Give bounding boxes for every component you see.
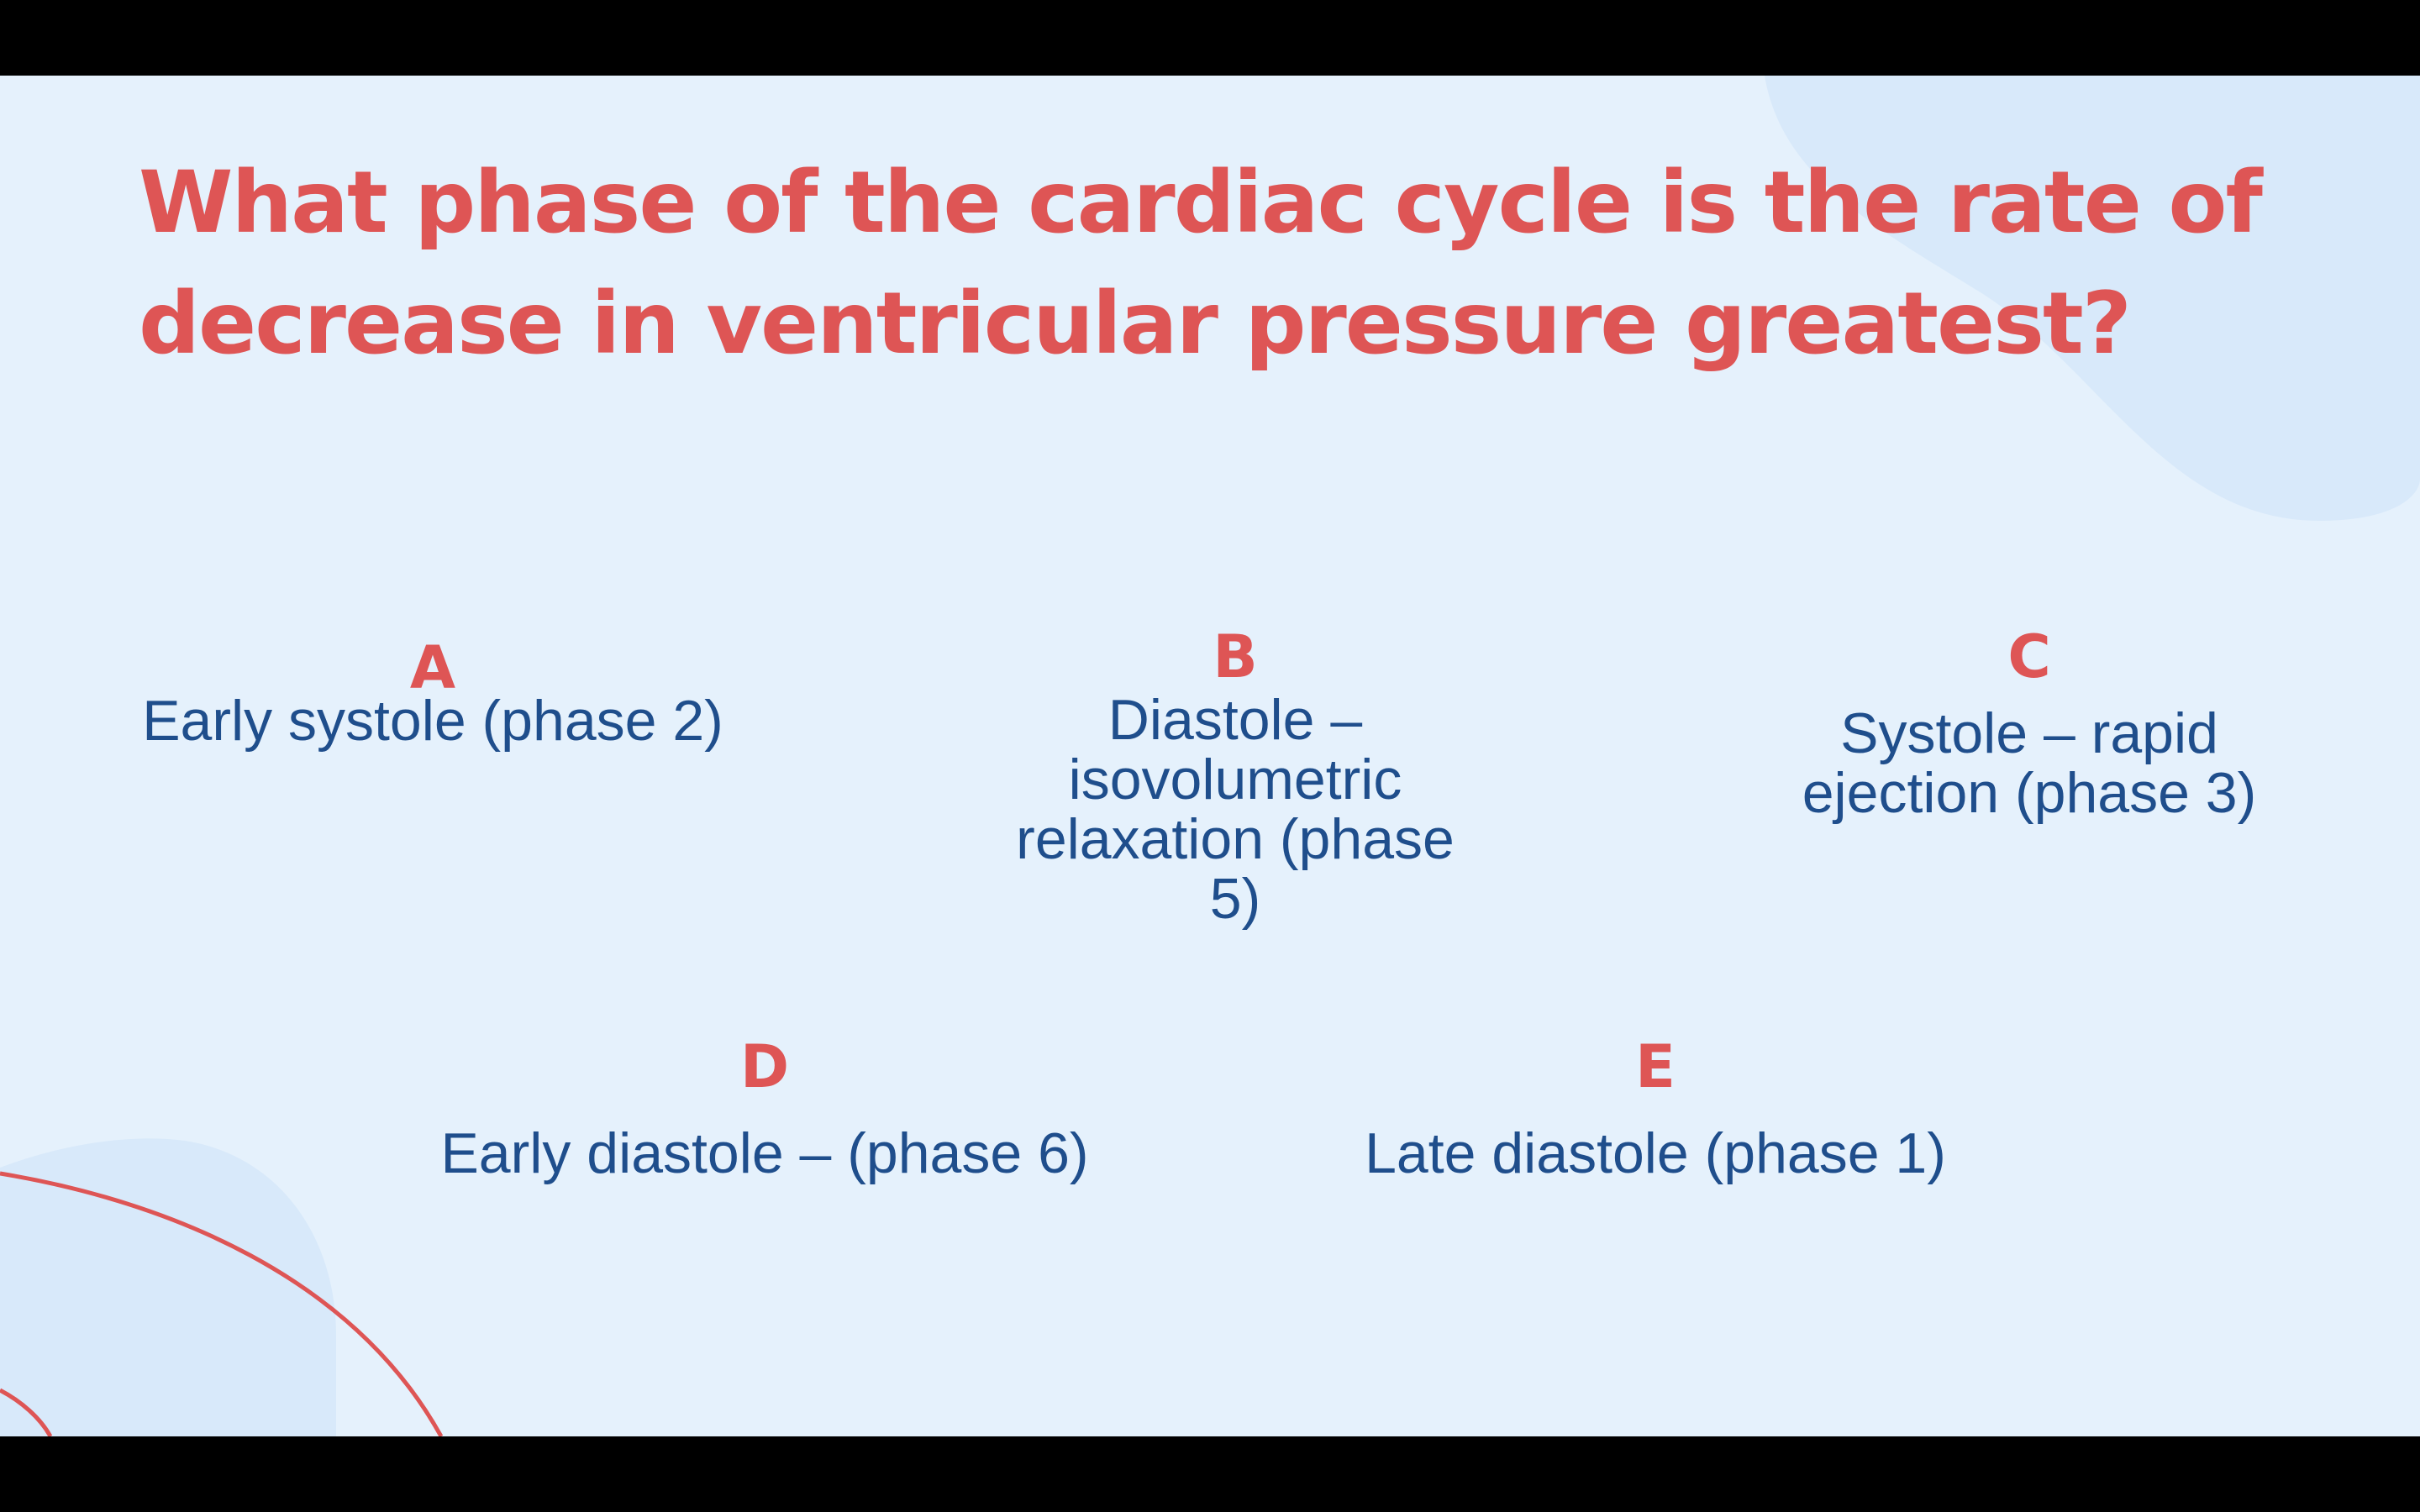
option-d-letter: D	[739, 1032, 790, 1101]
option-d[interactable]: D Early diastole – (phase 6)	[353, 1033, 1176, 1184]
option-e-letter: E	[1635, 1032, 1676, 1101]
question-title: What phase of the cardiac cycle is the r…	[139, 153, 2263, 374]
bottom-left-small-arc	[0, 1388, 53, 1436]
bottom-left-blob	[0, 1138, 336, 1436]
option-e[interactable]: E Late diastole (phase 1)	[1269, 1033, 2042, 1184]
option-b-text: Diastole – isovolumetric relaxation (pha…	[1016, 688, 1455, 931]
option-c-text: Systole – rapid ejection (phase 3)	[1802, 701, 2257, 825]
option-c-letter: C	[2007, 622, 2051, 691]
option-a[interactable]: A Early systole (phase 2)	[92, 634, 773, 751]
background-decoration	[0, 76, 2420, 1436]
top-right-blob	[1765, 76, 2420, 521]
option-c[interactable]: C Systole – rapid ejection (phase 3)	[1723, 623, 2336, 823]
option-b-letter: B	[1213, 622, 1258, 691]
slide: What phase of the cardiac cycle is the r…	[0, 76, 2420, 1436]
option-b[interactable]: B Diastole – isovolumetric relaxation (p…	[899, 623, 1571, 929]
option-e-text: Late diastole (phase 1)	[1365, 1121, 1946, 1185]
option-d-text: Early diastole – (phase 6)	[440, 1121, 1089, 1185]
option-a-letter: A	[409, 633, 456, 702]
option-a-text: Early systole (phase 2)	[142, 689, 723, 753]
bottom-left-arc	[0, 1171, 444, 1436]
